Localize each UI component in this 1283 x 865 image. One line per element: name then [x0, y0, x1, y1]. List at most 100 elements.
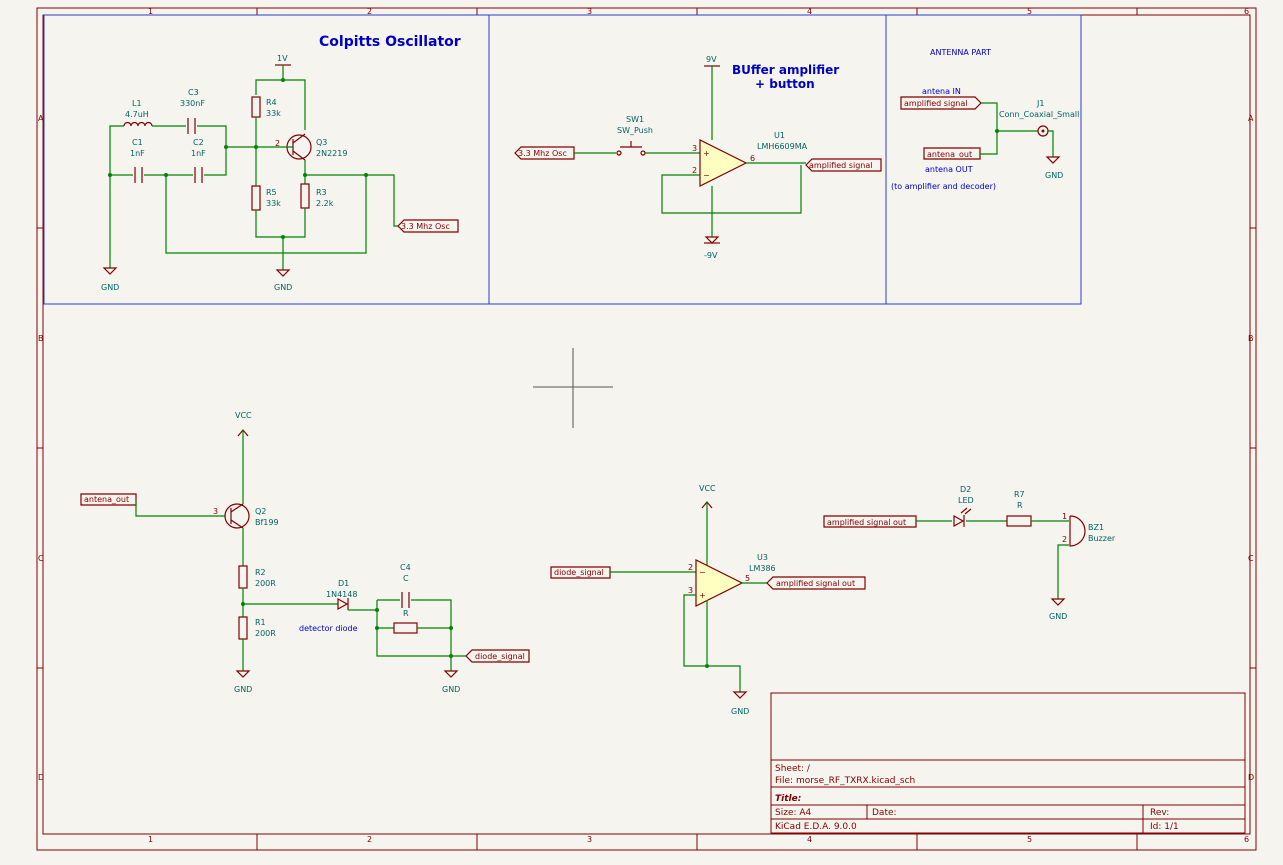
tb-file: File: morse_RF_TXRX.kicad_sch	[775, 776, 915, 786]
j1-value: Conn_Coaxial_Small	[999, 110, 1079, 119]
q3-ref: Q3	[316, 138, 327, 147]
r-detector-resistor[interactable]	[393, 622, 418, 634]
r7-resistor[interactable]	[1006, 515, 1032, 527]
antenna-out-label[interactable]	[923, 147, 981, 160]
col-label-5: 5	[1027, 7, 1032, 16]
d1-diode[interactable]	[337, 597, 349, 611]
u1-value: LMH6609MA	[757, 142, 808, 151]
antenna-block: ANTENNA PART antena IN amplified signal …	[891, 48, 1079, 191]
audio-out-label[interactable]	[766, 576, 866, 590]
u3-ref: U3	[757, 553, 768, 562]
antenna-title: ANTENNA PART	[930, 48, 991, 57]
audio-in-text: diode_signal	[554, 568, 604, 577]
svg-text:3: 3	[692, 144, 697, 153]
osc-out-text: 3.3 Mhz Osc	[401, 222, 450, 231]
c2-value: 1nF	[191, 149, 206, 158]
indicator-in-label[interactable]	[823, 515, 917, 528]
vneg-label: -9V	[704, 251, 718, 260]
antenna-out-caption: antena OUT	[925, 165, 973, 174]
d1-note: detector diode	[299, 624, 358, 633]
tb-title: Title:	[775, 794, 801, 804]
u1-opamp[interactable]	[699, 139, 748, 187]
l1-value: 4.7uH	[125, 110, 149, 119]
sw1-ref: SW1	[626, 115, 644, 124]
rx-antenna-in-text: antena_out	[84, 495, 129, 504]
row-label-a: A	[38, 114, 44, 123]
svg-text:6: 6	[750, 154, 755, 163]
indicator-in-text: amplified signal out	[827, 518, 906, 527]
osc-out-label[interactable]	[397, 219, 459, 233]
r5-resistor[interactable]	[251, 185, 261, 211]
title-block: Sheet: / File: morse_RF_TXRX.kicad_sch T…	[770, 692, 1246, 834]
col-label-3-bottom: 3	[587, 835, 592, 844]
r4-value: 33k	[266, 109, 281, 118]
svg-text:2: 2	[688, 563, 693, 572]
u3-audio-amp[interactable]	[695, 559, 744, 607]
amp-out-label[interactable]	[805, 158, 882, 172]
gnd-label-rx: GND	[234, 685, 252, 694]
r2-resistor[interactable]	[238, 565, 248, 589]
col-label-5-bottom: 5	[1027, 835, 1032, 844]
d1-value: 1N4148	[326, 590, 357, 599]
gnd-label-buzzer: GND	[1049, 612, 1067, 621]
col-label-2: 2	[367, 7, 372, 16]
gnd-label-antenna: GND	[1045, 171, 1063, 180]
bz1-value: Buzzer	[1088, 534, 1116, 543]
rx-diode-signal-label[interactable]	[465, 649, 530, 663]
c1-value: 1nF	[130, 149, 145, 158]
vpos-label: 9V	[706, 55, 717, 64]
r1-ref: R1	[255, 618, 266, 627]
r4-ref: R4	[266, 98, 277, 107]
svg-text:2: 2	[275, 139, 280, 148]
row-label-c-right: C	[1248, 554, 1254, 563]
tb-tool: KiCad E.D.A. 9.0.0	[775, 822, 857, 832]
svg-text:2: 2	[692, 166, 697, 175]
antenna-in-label[interactable]	[900, 96, 982, 110]
col-label-3: 3	[587, 7, 592, 16]
tb-rev: Rev:	[1150, 808, 1169, 818]
col-label-6: 6	[1244, 7, 1249, 16]
r1-value: 200R	[255, 629, 276, 638]
c2-ref: C2	[193, 138, 204, 147]
u3-value: LM386	[749, 564, 776, 573]
buffer-title-1: BUffer amplifier	[732, 63, 839, 77]
r3-ref: R3	[316, 188, 327, 197]
receiver-block: VCC antena_out 3 Q2 Bf199 R2 200R R1 200…	[80, 411, 530, 694]
r7-ref: R7	[1014, 490, 1025, 499]
bz1-buzzer[interactable]	[1069, 515, 1086, 547]
svg-text:3: 3	[688, 586, 693, 595]
r2-value: 200R	[255, 579, 276, 588]
row-label-d: D	[38, 773, 44, 782]
colpitts-oscillator-block: Colpitts Oscillator 1V R4 33k 2 Q3 2N221…	[101, 34, 461, 292]
buffer-title-2: + button	[755, 77, 815, 91]
gnd-label-detector: GND	[442, 685, 460, 694]
l1-inductor[interactable]	[123, 121, 153, 127]
osc-in-text: 3.3 Mhz Osc	[518, 149, 567, 158]
col-label-4-bottom: 4	[807, 835, 812, 844]
amp-out-text: amplified signal	[809, 161, 872, 170]
d2-led[interactable]	[953, 514, 965, 528]
r2-ref: R2	[255, 568, 266, 577]
antenna-in-text: amplified signal	[904, 99, 967, 108]
svg-text:1: 1	[1062, 512, 1067, 521]
r1-resistor[interactable]	[238, 616, 248, 640]
r5-value: 33k	[266, 199, 281, 208]
row-label-b: B	[38, 334, 44, 343]
row-label-d-right: D	[1248, 773, 1254, 782]
r3-resistor[interactable]	[300, 183, 310, 209]
tb-id: Id: 1/1	[1150, 822, 1179, 832]
svg-text:+: +	[699, 591, 706, 600]
q2-transistor[interactable]	[224, 503, 250, 529]
row-label-a-right: A	[1248, 114, 1254, 123]
r4-resistor[interactable]	[251, 96, 261, 118]
crosshair-cursor	[533, 348, 613, 428]
q2-value: Bf199	[255, 518, 279, 527]
gnd-label-colpitts: GND	[274, 283, 292, 292]
svg-text:3: 3	[213, 507, 218, 516]
svg-text:−: −	[703, 171, 710, 180]
r3-value: 2.2k	[316, 199, 334, 208]
svg-text:+: +	[703, 149, 710, 158]
audio-in-label[interactable]	[550, 566, 611, 579]
gnd-label-audio: GND	[731, 707, 749, 716]
